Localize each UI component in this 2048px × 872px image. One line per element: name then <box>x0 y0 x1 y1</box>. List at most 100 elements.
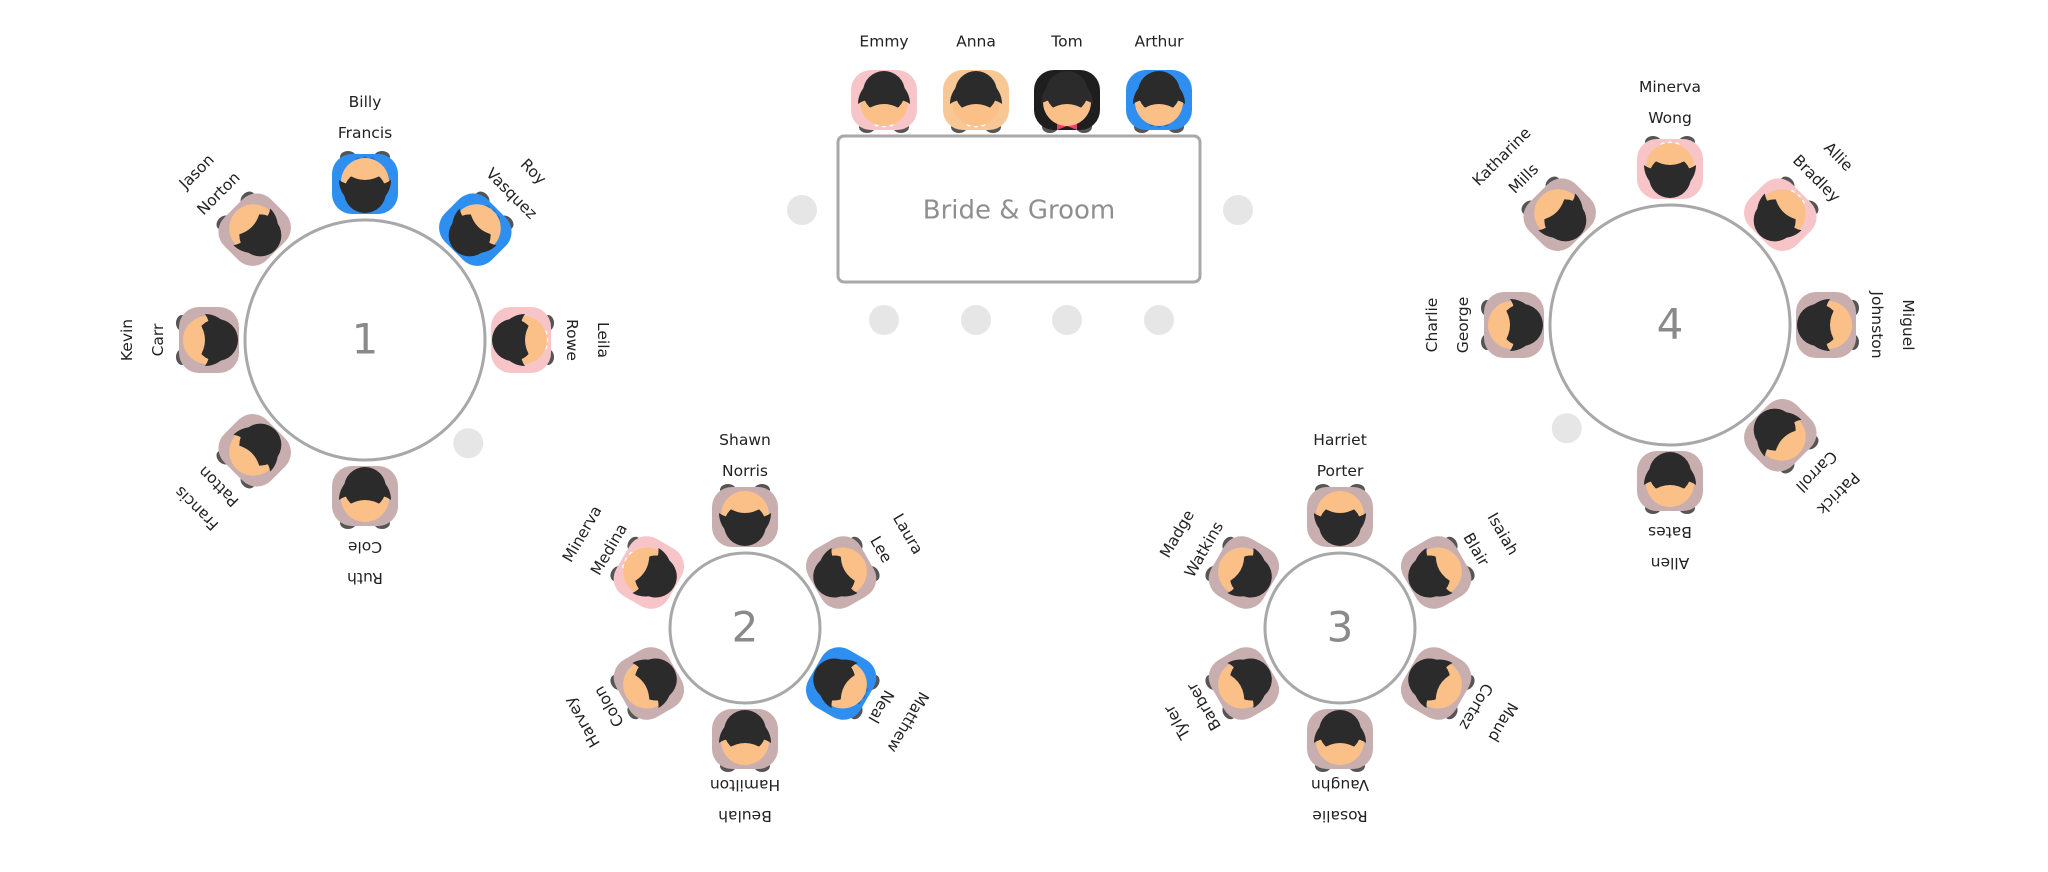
guest-first-name: Billy <box>349 93 382 111</box>
table-4: 4MinervaWongAllieBradleyMiguelJohnstonPa… <box>1423 78 1917 572</box>
guest-seat-rosalie-vaughn[interactable] <box>1307 709 1373 772</box>
round-table[interactable] <box>243 218 487 462</box>
guest-last-name: Mills <box>1505 160 1542 197</box>
guest-seat-maud-cortez[interactable] <box>1394 640 1482 729</box>
table-number: 1 <box>352 315 379 364</box>
guest-first-name: Miguel <box>1899 299 1917 350</box>
head-table: Bride & Groom Emmy Anna Tom Arthur <box>787 33 1253 335</box>
guest-seat-matthew-neal[interactable] <box>799 640 887 729</box>
empty-seat[interactable] <box>1144 305 1174 335</box>
guest-first-name: Allie <box>1820 139 1856 175</box>
empty-seat[interactable] <box>961 305 991 335</box>
guest-first-name: Tyler <box>1160 701 1195 743</box>
guest-label-beulah-hamilton: Beulah Hamilton <box>710 776 780 825</box>
round-table[interactable] <box>1263 551 1417 705</box>
empty-seat[interactable] <box>453 428 484 459</box>
guest-first-name: Ruth <box>347 569 383 587</box>
guest-first-name: Maud <box>1484 699 1521 745</box>
guest-seat-arthur[interactable] <box>1126 70 1192 133</box>
guest-first-name: Leila <box>594 322 612 358</box>
empty-seat[interactable] <box>787 195 817 225</box>
guest-first-name: Arthur <box>1134 33 1184 51</box>
guest-seat-laura-lee[interactable] <box>799 527 887 616</box>
guest-seat-allen-bates[interactable] <box>1637 451 1703 514</box>
guest-first-name: Beulah <box>718 807 772 825</box>
guest-first-name: Rosalie <box>1312 807 1367 825</box>
guest-last-name: Lee <box>866 533 895 566</box>
guest-last-name: Cole <box>348 538 382 556</box>
guest-last-name: Francis <box>338 124 392 142</box>
guest-last-name: Bates <box>1648 523 1692 541</box>
guest-first-name: Harriet <box>1313 431 1367 449</box>
guest-label-miguel-johnston: Miguel Johnston <box>1868 290 1917 358</box>
table-number: 2 <box>732 603 759 652</box>
guest-last-name: Wong <box>1648 109 1692 127</box>
guest-seat-ruth-cole[interactable] <box>332 466 398 529</box>
guest-seat-anna[interactable] <box>943 70 1009 133</box>
guest-seat-beulah-hamilton[interactable] <box>712 709 778 772</box>
empty-seat[interactable] <box>869 305 899 335</box>
guest-seat-harriet-porter[interactable] <box>1307 484 1373 547</box>
guest-seat-shawn-norris[interactable] <box>712 484 778 547</box>
rectangular-table[interactable] <box>836 134 1202 284</box>
guest-first-name: Tom <box>1050 33 1082 51</box>
guest-last-name: Vaughn <box>1311 776 1369 794</box>
guest-seat-leila-rowe[interactable] <box>491 307 554 373</box>
guest-first-name: Roy <box>517 155 550 188</box>
guest-label-rosalie-vaughn: Rosalie Vaughn <box>1311 776 1369 825</box>
guest-seat-katharine-mills[interactable] <box>1513 168 1604 259</box>
table-3: 3HarrietPorterIsaiahBlairMaudCortezRosal… <box>1156 431 1522 825</box>
empty-seat[interactable] <box>1052 305 1082 335</box>
empty-seat[interactable] <box>1223 195 1253 225</box>
empty-seat[interactable] <box>1551 413 1582 444</box>
guest-first-name: Charlie <box>1423 298 1441 353</box>
guest-last-name: George <box>1454 297 1472 354</box>
head-table-label: Bride & Groom <box>923 196 1115 226</box>
guest-seat-tom[interactable] <box>1034 70 1100 133</box>
table-2: 2ShawnNorrisLauraLeeMatthewNealBeulahHam… <box>559 431 933 825</box>
table-1: 1BillyFrancisRoyVasquezLeilaRoweRuthCole… <box>118 93 612 587</box>
guest-seat-harvey-colon[interactable] <box>604 640 692 729</box>
round-table[interactable] <box>1548 203 1792 447</box>
guest-seat-isaiah-blair[interactable] <box>1394 527 1482 616</box>
guest-last-name: Hamilton <box>710 776 780 794</box>
guest-seat-billy-francis[interactable] <box>332 151 398 214</box>
guest-seat-minerva-medina[interactable] <box>604 527 692 616</box>
table-number: 3 <box>1327 603 1354 652</box>
guest-first-name: Kevin <box>118 319 136 361</box>
guest-seat-kevin-carr[interactable] <box>176 307 239 373</box>
guest-seat-emmy[interactable] <box>851 70 917 133</box>
guest-seat-allie-bradley[interactable] <box>1736 168 1827 259</box>
guest-seat-francis-patton[interactable] <box>208 406 299 497</box>
guest-label-anna: Anna <box>956 33 996 51</box>
guest-first-name: Isaiah <box>1484 510 1522 559</box>
guest-last-name: Johnston <box>1868 290 1886 358</box>
guest-seat-roy-vasquez[interactable] <box>431 183 522 274</box>
guest-seat-patrick-carroll[interactable] <box>1736 391 1827 482</box>
guest-seat-minerva-wong[interactable] <box>1637 136 1703 199</box>
guest-first-name: Shawn <box>719 431 771 449</box>
guest-label-ruth-cole: Ruth Cole <box>347 538 383 587</box>
guest-label-emmy: Emmy <box>859 33 908 51</box>
guest-seat-tyler-barber[interactable] <box>1199 640 1287 729</box>
guest-first-name: Allen <box>1651 554 1690 572</box>
guest-label-tom: Tom <box>1050 33 1082 51</box>
guest-first-name: Laura <box>889 511 927 558</box>
round-table[interactable] <box>668 551 822 705</box>
guest-seat-miguel-johnston[interactable] <box>1796 292 1859 358</box>
guest-seat-charlie-george[interactable] <box>1481 292 1544 358</box>
guest-seat-madge-watkins[interactable] <box>1199 527 1287 616</box>
guest-seat-jason-norton[interactable] <box>208 183 299 274</box>
guest-first-name: Minerva <box>1639 78 1701 96</box>
